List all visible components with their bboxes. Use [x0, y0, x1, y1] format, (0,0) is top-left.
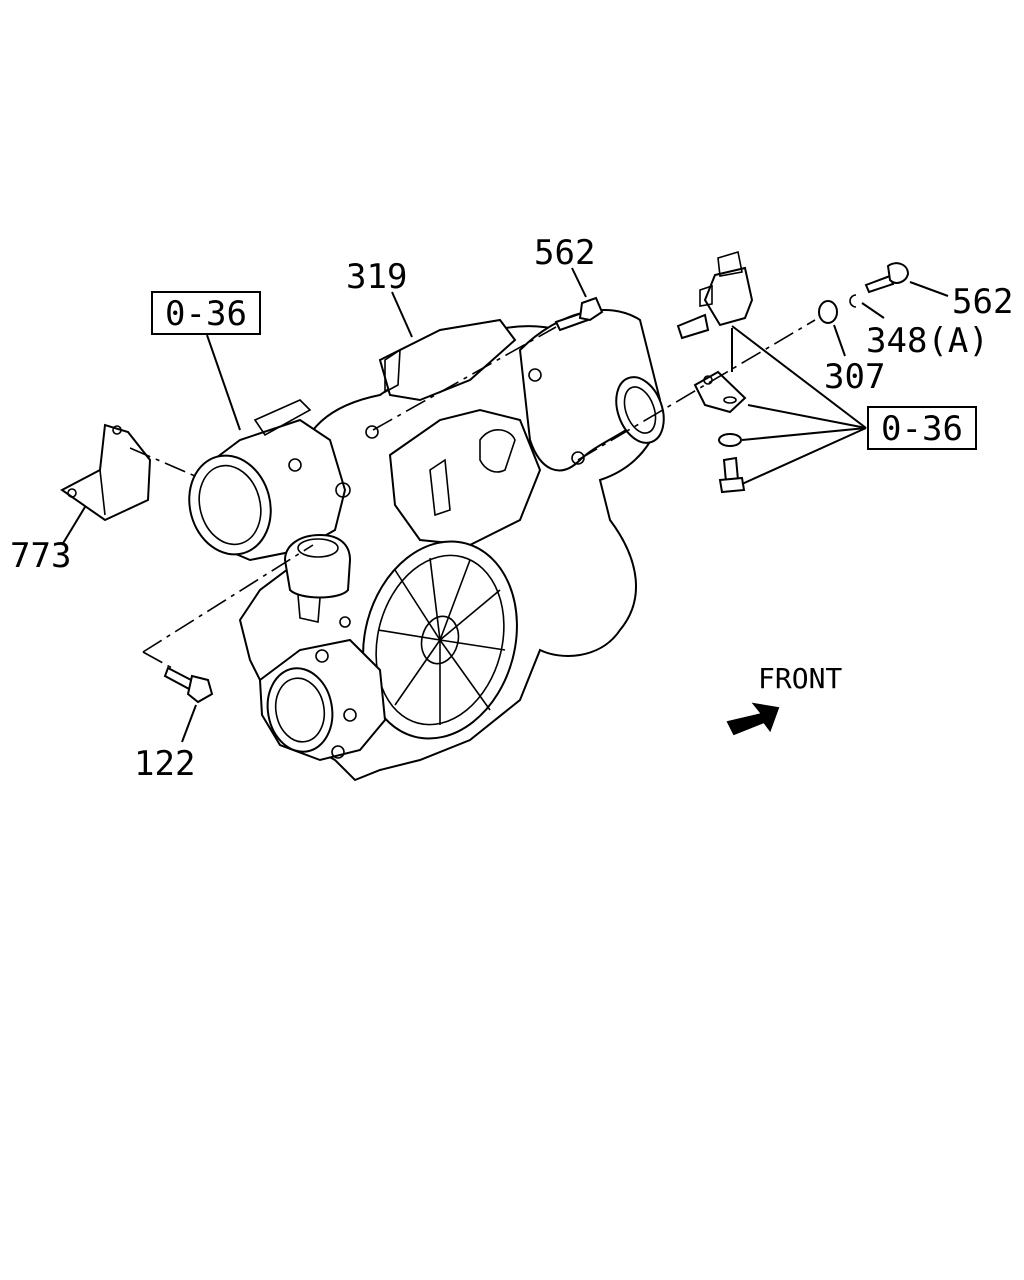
ref-box-left-label: 0-36 — [165, 294, 247, 334]
part-label-307[interactable]: 307 — [824, 357, 885, 397]
part-label-562-right[interactable]: 562 — [952, 282, 1013, 322]
ref-box-right[interactable] — [867, 406, 977, 450]
center-lines — [129, 319, 816, 669]
bolt-122 — [163, 666, 214, 704]
ref-box-right-label: 0-36 — [881, 409, 963, 449]
turbocharger-assembly — [188, 309, 665, 782]
bracket-773 — [60, 423, 152, 522]
part-label-319[interactable]: 319 — [346, 257, 407, 297]
gasket-307 — [818, 300, 838, 324]
part-label-773[interactable]: 773 — [10, 536, 71, 576]
bolt-562-right — [864, 262, 910, 294]
solenoid-mounting-parts — [693, 370, 747, 494]
solenoid-valve — [676, 250, 754, 340]
turbine-blades — [377, 557, 506, 725]
part-label-562-top[interactable]: 562 — [534, 233, 595, 273]
bolt-562-top — [554, 296, 604, 332]
front-label: FRONT — [758, 662, 842, 695]
clip-348a — [849, 294, 857, 308]
front-arrow — [726, 702, 780, 736]
part-label-348a[interactable]: 348(A) — [866, 321, 989, 361]
ref-box-left[interactable] — [151, 291, 261, 335]
part-label-122[interactable]: 122 — [134, 744, 195, 784]
leader-lines — [61, 267, 949, 743]
